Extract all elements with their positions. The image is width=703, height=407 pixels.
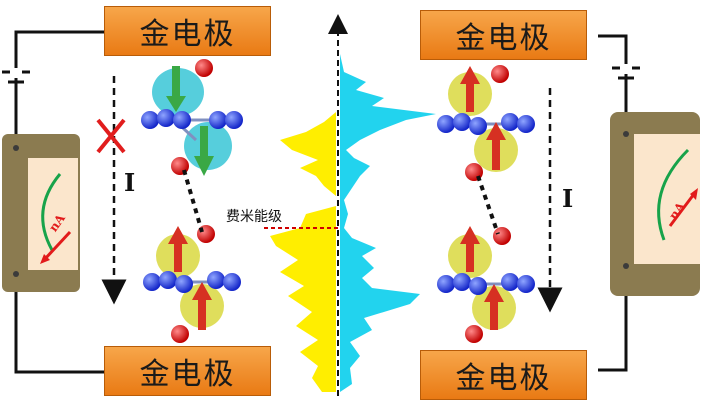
nitrogen-atom [207, 271, 225, 289]
left-lower-molecule [143, 225, 241, 343]
left-meter-scale-arc [41, 173, 62, 251]
oxygen-atom [491, 65, 509, 83]
oxygen-atom [465, 325, 483, 343]
nitrogen-atom [225, 111, 243, 129]
right-meter-needle [668, 193, 696, 227]
oxygen-atom [197, 225, 215, 243]
right-circuit [598, 34, 700, 372]
left-bottom-electrode: 金电极 [104, 346, 271, 396]
nitrogen-atom [469, 277, 487, 295]
left-top-electrode: 金电极 [104, 6, 271, 56]
nitrogen-atom [501, 273, 519, 291]
nitrogen-atom [173, 111, 191, 129]
spin-up-arrow [484, 284, 504, 330]
nitrogen-atom [437, 275, 455, 293]
nitrogen-atom [223, 273, 241, 291]
spin-up-arrow [486, 122, 506, 170]
nitrogen-atom [469, 117, 487, 135]
spin-down-arrow [166, 66, 186, 112]
left-wire-bottom [14, 288, 104, 374]
spin-up-arrow [168, 226, 188, 272]
right-wire-bottom [598, 296, 628, 372]
hydrogen-bond-left [182, 169, 204, 233]
right-top-electrode: 金电极 [420, 10, 587, 60]
nitrogen-atom [437, 115, 455, 133]
left-current-label: I [124, 168, 136, 197]
nitrogen-atom [141, 111, 159, 129]
left-meter-face [28, 158, 78, 270]
spin-up-arrow [192, 282, 212, 330]
oxygen-atom [171, 325, 189, 343]
nitrogen-atom [453, 273, 471, 291]
left-meter-needle [42, 230, 72, 262]
right-meter-scale-arc [657, 148, 690, 241]
nitrogen-atom [157, 109, 175, 127]
spin-up-arrow [460, 66, 480, 112]
left-circuit [2, 30, 104, 374]
left-upper-molecule [141, 59, 243, 176]
nitrogen-atom [175, 275, 193, 293]
hydrogen-bond-right [476, 175, 500, 235]
nitrogen-atom [159, 271, 177, 289]
right-lower-molecule [437, 226, 535, 343]
spin-down-arrow [194, 126, 214, 176]
right-bottom-electrode: 金电极 [420, 350, 587, 400]
nitrogen-atom [517, 275, 535, 293]
oxygen-atom [493, 227, 511, 245]
blocked-transport-mark [96, 118, 126, 154]
right-current-label: I [562, 184, 574, 213]
dos-spin-down-peaks [340, 54, 436, 392]
nitrogen-atom [517, 115, 535, 133]
nitrogen-atom [143, 273, 161, 291]
fermi-level-label: 费米能级 [226, 209, 282, 225]
nitrogen-atom [453, 113, 471, 131]
oxygen-atom [195, 59, 213, 77]
nitrogen-atom [209, 111, 227, 129]
left-wire-top [14, 30, 104, 134]
right-wire-top [598, 34, 628, 112]
spin-up-arrow [460, 226, 480, 272]
nitrogen-atom [501, 113, 519, 131]
right-upper-molecule [437, 65, 535, 181]
dos-spin-up-peaks [270, 60, 336, 392]
density-of-states [264, 14, 436, 396]
